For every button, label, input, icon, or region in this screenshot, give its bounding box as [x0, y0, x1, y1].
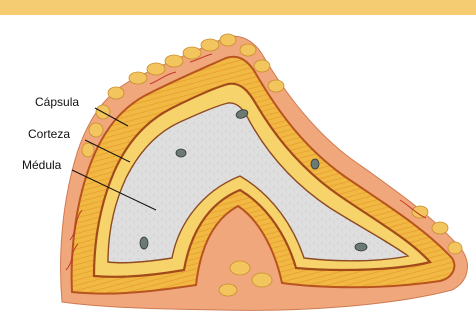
capsula-label: Cápsula: [35, 95, 79, 109]
corteza-label: Corteza: [28, 127, 70, 141]
medula-label: Médula: [22, 158, 61, 172]
